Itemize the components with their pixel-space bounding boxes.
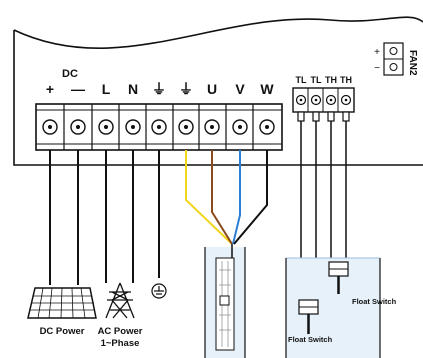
ac-phase-label: 1~Phase	[101, 338, 140, 349]
wire-black	[233, 150, 268, 245]
float-terminal-label-th-1: TH	[325, 75, 337, 85]
fan-connector: + − FAN2	[374, 42, 418, 76]
power-tower-icon	[105, 282, 135, 319]
float-terminal-label-tl-1: TL	[296, 75, 307, 85]
controller-enclosure-outline	[13, 16, 423, 166]
wire-brown	[211, 150, 233, 245]
solar-panel-icon	[27, 287, 97, 319]
terminal-label-v: V	[235, 81, 245, 97]
dc-power-label: DC Power	[40, 326, 85, 337]
fan-label: FAN2	[407, 50, 418, 76]
wire-blue	[232, 150, 241, 245]
terminal-label-u: U	[207, 81, 217, 97]
terminal-label-dc-minus: —	[71, 81, 85, 97]
float-switch-upper-icon	[328, 261, 349, 294]
float-switch-lower-label: Float Switch	[288, 335, 333, 344]
terminal-label-ground-2: ⏚	[179, 81, 193, 97]
ac-power-label: AC Power	[98, 326, 143, 337]
motor-wires	[185, 150, 268, 245]
float-terminal-label-tl-2: TL	[311, 75, 322, 85]
float-terminal-block	[292, 87, 355, 122]
terminal-label-l: L	[102, 81, 111, 97]
float-terminal-label-th-2: TH	[340, 75, 352, 85]
ground-icon	[151, 283, 167, 299]
terminal-label-ground-1: ⏚	[152, 81, 166, 97]
source-wires	[49, 150, 160, 285]
terminal-label-dc-plus: +	[46, 81, 54, 97]
borehole-pump-icon	[204, 244, 246, 358]
terminal-labels: + — L N ⏚ ⏚ U V W	[46, 81, 274, 97]
dc-group-label: DC	[62, 68, 78, 80]
float-switch-upper-label: Float Switch	[352, 297, 397, 306]
wire-yellow	[185, 150, 233, 245]
float-switch-lower-icon	[298, 299, 319, 334]
main-terminal-block	[35, 103, 283, 151]
fan-minus-label: −	[374, 63, 380, 74]
terminal-label-n: N	[128, 81, 138, 97]
float-terminal-labels: TL TL TH TH	[296, 75, 353, 85]
fan-plus-label: +	[374, 47, 380, 58]
terminal-label-w: W	[260, 81, 274, 97]
